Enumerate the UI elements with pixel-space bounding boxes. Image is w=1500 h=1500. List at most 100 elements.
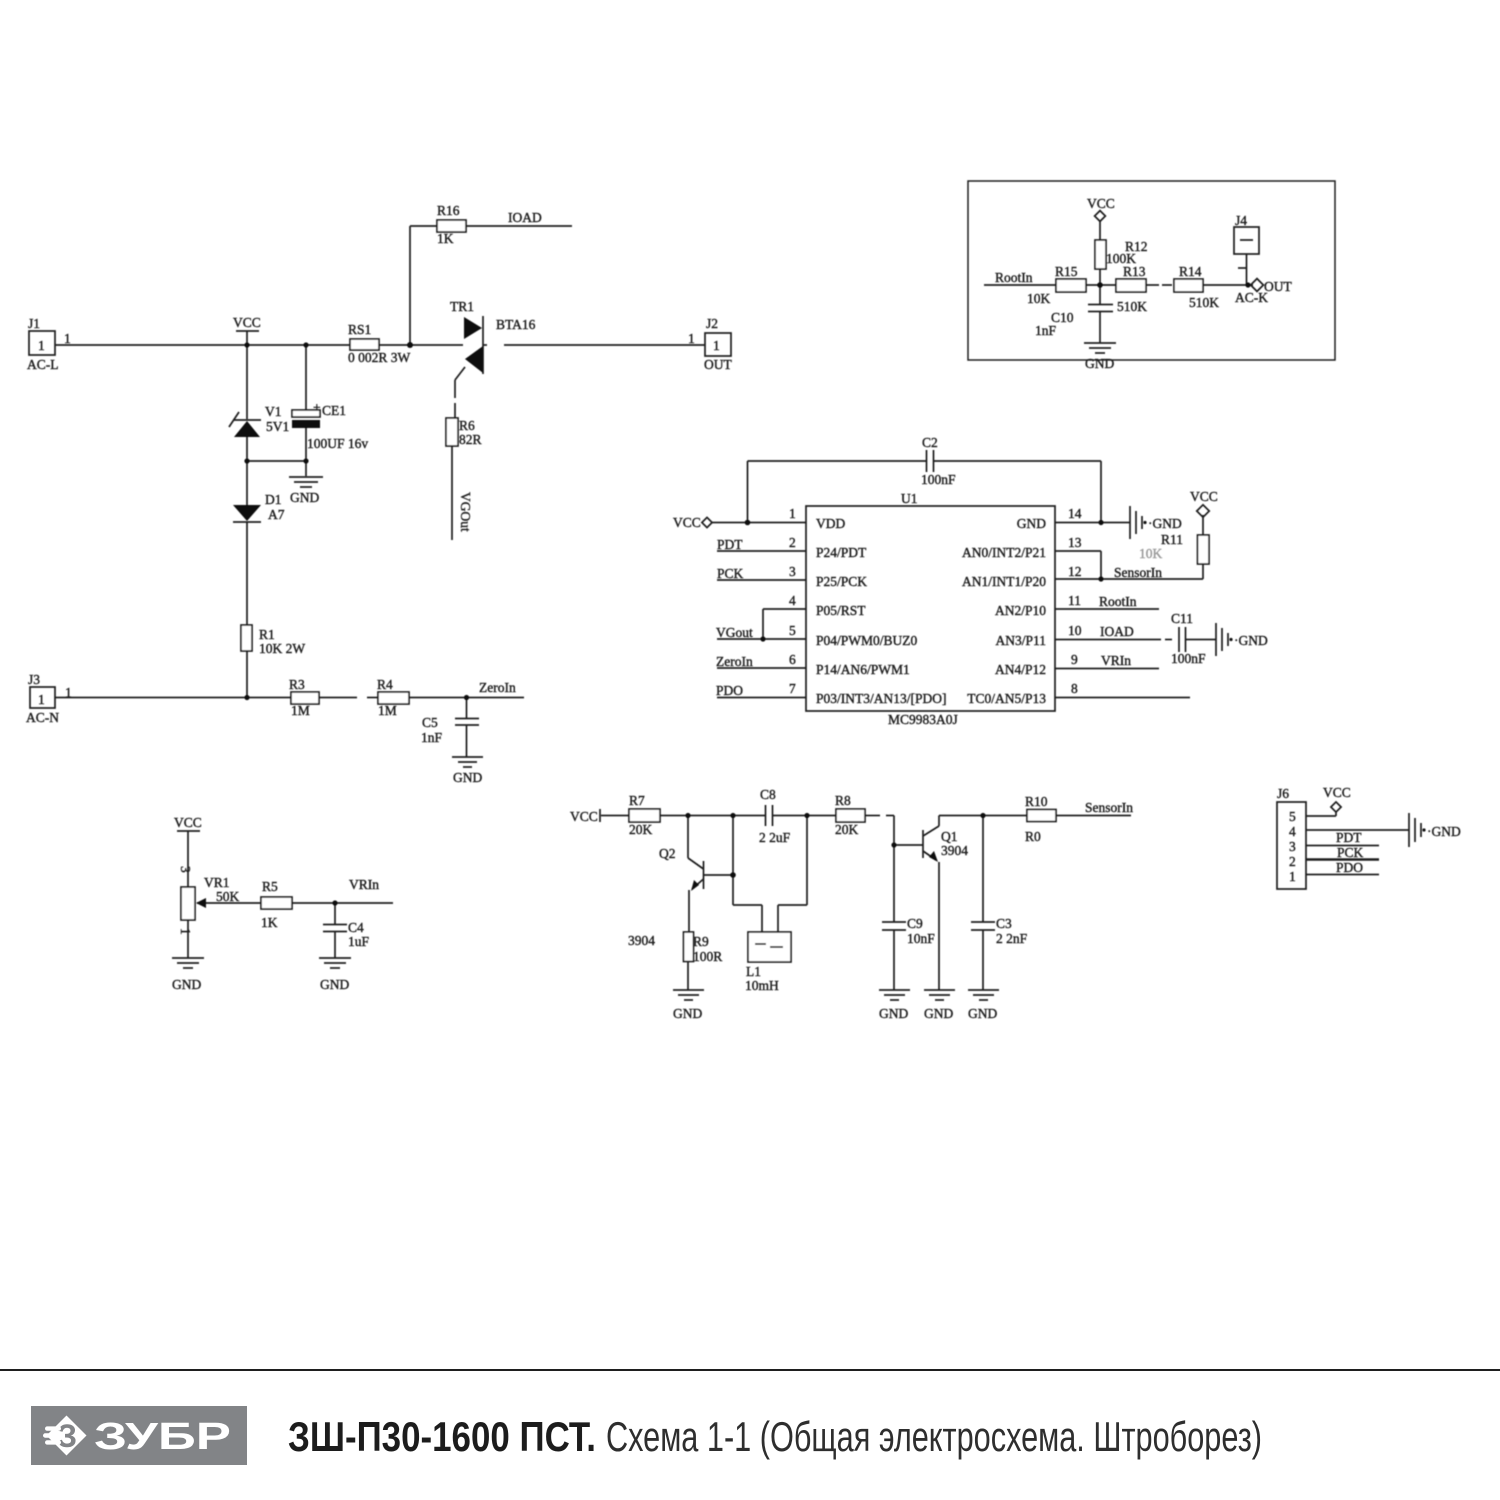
svg-text:R7: R7 <box>629 793 645 808</box>
svg-text:5V1: 5V1 <box>266 419 289 434</box>
svg-text:PDO: PDO <box>716 683 743 698</box>
svg-text:R3: R3 <box>289 677 305 692</box>
svg-text:З: З <box>57 1418 77 1454</box>
svg-text:AN1/INT1/P20: AN1/INT1/P20 <box>962 574 1046 589</box>
svg-text:L1: L1 <box>746 964 761 979</box>
svg-text:VCC: VCC <box>673 515 701 530</box>
svg-text:100K: 100K <box>1106 251 1136 266</box>
svg-text:50K: 50K <box>216 889 240 904</box>
svg-text:RS1: RS1 <box>348 322 371 337</box>
svg-text:RootIn: RootIn <box>1099 594 1137 609</box>
svg-text:6: 6 <box>789 652 796 667</box>
svg-text:1: 1 <box>38 338 45 353</box>
svg-text:GND: GND <box>453 770 482 785</box>
svg-text:+: + <box>313 400 321 415</box>
svg-text:R12: R12 <box>1125 239 1148 254</box>
svg-text:510K: 510K <box>1117 299 1147 314</box>
svg-text:GND: GND <box>879 1006 908 1021</box>
svg-text:100UF 16v: 100UF 16v <box>307 436 368 451</box>
svg-text:GND: GND <box>1017 516 1046 531</box>
svg-text:VDD: VDD <box>816 516 845 531</box>
svg-text:OUT: OUT <box>1264 279 1292 294</box>
svg-text:1nF: 1nF <box>1035 323 1057 338</box>
svg-text:C3: C3 <box>996 916 1012 931</box>
svg-text:R0: R0 <box>1025 829 1041 844</box>
svg-text:3904: 3904 <box>941 843 968 858</box>
svg-text:2: 2 <box>789 535 796 550</box>
svg-text:1: 1 <box>1289 869 1296 884</box>
svg-text:OUT: OUT <box>704 357 732 372</box>
svg-text:0 002R 3W: 0 002R 3W <box>348 350 411 365</box>
svg-text:J4: J4 <box>1235 213 1247 228</box>
svg-text:1K: 1K <box>261 915 278 930</box>
svg-text:VR1: VR1 <box>204 875 230 890</box>
svg-text:13: 13 <box>1068 535 1082 550</box>
svg-text:R14: R14 <box>1179 264 1202 279</box>
svg-text:5: 5 <box>1289 809 1296 824</box>
svg-text:P25/PCK: P25/PCK <box>816 574 867 589</box>
svg-text:10K: 10K <box>1139 546 1163 561</box>
svg-text:VCC: VCC <box>233 315 261 330</box>
svg-text:VCC: VCC <box>174 815 202 830</box>
svg-text:10mH: 10mH <box>745 978 779 993</box>
svg-text:P24/PDT: P24/PDT <box>816 545 867 560</box>
svg-text:MC9983A0J: MC9983A0J <box>888 712 958 727</box>
svg-text:GND: GND <box>968 1006 997 1021</box>
svg-text:CE1: CE1 <box>322 403 346 418</box>
svg-text:20K: 20K <box>835 822 859 837</box>
svg-text:R1: R1 <box>259 627 275 642</box>
svg-text:V1: V1 <box>265 404 282 419</box>
svg-text:J2: J2 <box>706 316 718 331</box>
svg-text:1M: 1M <box>291 703 310 718</box>
svg-text:IOAD: IOAD <box>1100 624 1134 639</box>
svg-text:8: 8 <box>1071 681 1078 696</box>
svg-text:PDO: PDO <box>1336 860 1363 875</box>
svg-text:1: 1 <box>713 338 720 353</box>
svg-text:PDT: PDT <box>717 537 743 552</box>
svg-text:AN4/P12: AN4/P12 <box>995 662 1046 677</box>
svg-text:AC-L: AC-L <box>27 357 59 372</box>
svg-text:J3: J3 <box>28 672 40 687</box>
svg-text:1: 1 <box>178 928 193 935</box>
svg-text:D1: D1 <box>265 492 282 507</box>
svg-text:1: 1 <box>38 692 45 707</box>
svg-text:R6: R6 <box>459 418 475 433</box>
svg-text:1K: 1K <box>437 231 454 246</box>
svg-text:C10: C10 <box>1051 310 1074 325</box>
svg-text:C5: C5 <box>422 715 438 730</box>
svg-text:J1: J1 <box>28 316 40 331</box>
svg-text:C11: C11 <box>1171 611 1193 626</box>
svg-text:R10: R10 <box>1025 794 1048 809</box>
svg-text:R9: R9 <box>693 934 709 949</box>
svg-text:100R: 100R <box>693 949 722 964</box>
svg-text:Q1: Q1 <box>941 829 958 844</box>
svg-text:R15: R15 <box>1055 264 1078 279</box>
svg-text:GND: GND <box>1085 356 1114 371</box>
svg-text:PDT: PDT <box>1336 830 1362 845</box>
svg-text:VRIn: VRIn <box>1101 653 1131 668</box>
svg-text:U1: U1 <box>901 491 918 506</box>
svg-text:Q2: Q2 <box>659 846 676 861</box>
svg-text:VCC: VCC <box>1323 785 1351 800</box>
svg-text:3904: 3904 <box>628 933 655 948</box>
svg-text:AN2/P10: AN2/P10 <box>995 603 1046 618</box>
svg-text:AN3/P11: AN3/P11 <box>995 633 1046 648</box>
svg-text:1: 1 <box>65 685 72 700</box>
svg-text:PCK: PCK <box>717 566 744 581</box>
svg-text:10K: 10K <box>1027 291 1051 306</box>
svg-text:R5: R5 <box>262 879 278 894</box>
svg-text:AC-N: AC-N <box>26 710 59 725</box>
svg-text:C8: C8 <box>760 787 776 802</box>
svg-text:ZeroIn: ZeroIn <box>479 680 516 695</box>
svg-text:1nF: 1nF <box>421 730 443 745</box>
svg-text:ЗШ-П30-1600 ПСТ.: ЗШ-П30-1600 ПСТ. <box>288 1413 596 1460</box>
svg-text:10: 10 <box>1068 623 1082 638</box>
svg-text:C2: C2 <box>922 435 938 450</box>
svg-text:P05/RST: P05/RST <box>816 603 866 618</box>
svg-text:ЗУБР: ЗУБР <box>94 1416 231 1458</box>
svg-text:10K 2W: 10K 2W <box>259 641 305 656</box>
svg-text:PCK: PCK <box>1337 845 1364 860</box>
svg-text:TR1: TR1 <box>450 299 474 314</box>
svg-text:11: 11 <box>1068 593 1081 608</box>
svg-text:SensorIn: SensorIn <box>1085 800 1133 815</box>
